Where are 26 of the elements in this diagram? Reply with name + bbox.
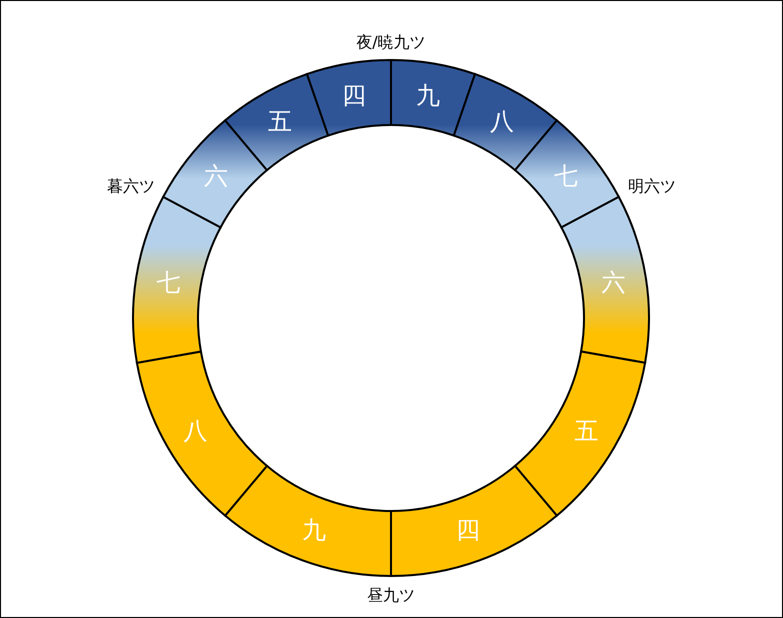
ring-segment	[560, 196, 650, 364]
ring-segment	[514, 350, 646, 517]
ring-segment	[390, 464, 558, 577]
segment-label: 七	[156, 268, 180, 297]
segment-label: 五	[574, 416, 598, 445]
segment-label: 七	[554, 162, 578, 190]
time-label: 夜/暁九ツ	[356, 32, 426, 54]
time-label: 昼九ツ	[367, 586, 415, 606]
time-label: 明六ツ	[628, 176, 676, 198]
segment-label: 九	[416, 82, 440, 110]
ring-segment	[136, 350, 268, 517]
segment-label: 八	[490, 108, 514, 136]
segment-label: 九	[302, 516, 326, 544]
ring-segment	[514, 119, 620, 228]
segment-label: 四	[342, 82, 366, 110]
segment-label: 六	[204, 162, 228, 190]
ring-segment	[390, 59, 476, 137]
segment-label: 六	[602, 268, 626, 297]
time-label: 暮六ツ	[107, 176, 155, 198]
ring-segment	[162, 119, 268, 228]
segment-label: 五	[268, 108, 292, 136]
ring-segment	[224, 464, 392, 577]
segment-label: 八	[184, 416, 208, 445]
segment-label: 四	[456, 516, 480, 544]
ring-segment	[132, 196, 222, 364]
ring-segment	[306, 59, 392, 137]
